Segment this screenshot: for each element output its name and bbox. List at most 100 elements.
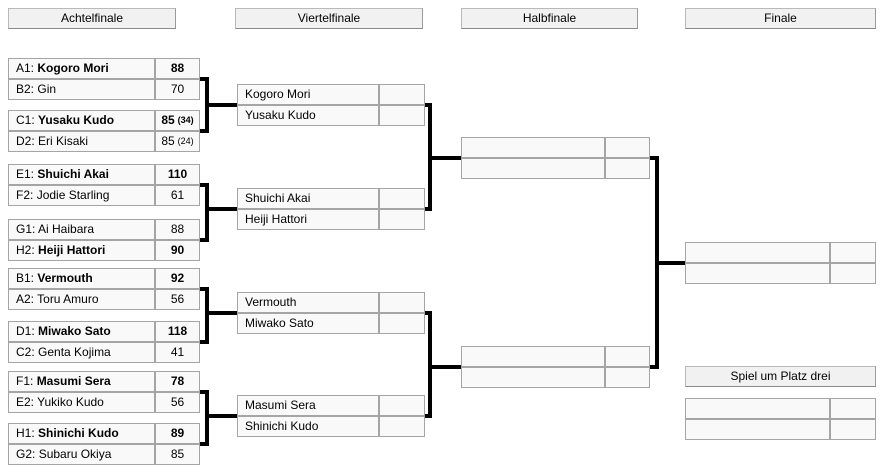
match-slot: Shinichi Kudo [237, 416, 425, 437]
score-value: 78 [170, 374, 185, 388]
player-name-cell: C2: Genta Kojima [8, 342, 155, 363]
player-name-cell: Heiji Hattori [237, 209, 379, 230]
bracket-connector-line [200, 183, 209, 187]
bracket-connector-line [432, 365, 461, 369]
match-slot: Yusaku Kudo [237, 105, 425, 126]
player-name-cell: Vermouth [237, 292, 379, 313]
player-name-cell [685, 242, 830, 263]
score-cell: 85 [155, 444, 200, 465]
player-name: Kogoro Mori [245, 87, 311, 101]
player-name: Kogoro Mori [37, 61, 109, 75]
player-name-cell: A2: Toru Amuro [8, 289, 155, 310]
bracket-connector-line [650, 365, 659, 369]
score-value: 89 [170, 426, 185, 440]
score-value: 85 [161, 113, 175, 127]
match-slot: D2: Eri Kisaki 85(24) [8, 131, 200, 152]
bracket-connector-line [650, 156, 659, 160]
player-name-cell [461, 158, 605, 179]
score-cell [379, 209, 425, 230]
match-sf-2 [461, 346, 650, 388]
match-slot: G1: Ai Haibara 88 [8, 219, 200, 240]
score-cell [605, 158, 650, 179]
match-slot: E2: Yukiko Kudo 56 [8, 392, 200, 413]
bracket-connector-line [209, 311, 237, 315]
seed-label: A1: [16, 61, 35, 75]
bracket-connector-line [200, 238, 209, 242]
match-r16-8: H1: Shinichi Kudo 89 G2: Subaru Okiya 85 [8, 423, 200, 465]
player-name-cell [461, 346, 605, 367]
match-qf-2: Shuichi Akai Heiji Hattori [237, 188, 425, 230]
match-slot [461, 158, 650, 179]
round-header-finale: Finale [685, 8, 876, 29]
player-name: Genta Kojima [38, 345, 111, 359]
score-value: 41 [170, 345, 185, 359]
round-header-achtelfinale: Achtelfinale [8, 8, 176, 29]
match-slot [461, 346, 650, 367]
seed-label: F1: [16, 374, 34, 388]
player-name-cell: H2: Heiji Hattori [8, 240, 155, 261]
score-cell [830, 419, 876, 440]
score-cell: 118 [155, 321, 200, 342]
player-name: Jodie Starling [36, 188, 110, 202]
player-name-cell [461, 367, 605, 388]
score-note: (24) [177, 136, 194, 146]
bracket-connector-line [200, 129, 209, 133]
player-name-cell: B2: Gin [8, 79, 155, 100]
match-r16-5: B1: Vermouth 92 A2: Toru Amuro 56 [8, 268, 200, 310]
player-name: Yusaku Kudo [38, 113, 115, 127]
score-cell [379, 292, 425, 313]
player-name-cell: D1: Miwako Sato [8, 321, 155, 342]
score-value: 110 [167, 167, 188, 181]
bracket-connector-line [200, 77, 209, 81]
player-name-cell: D2: Eri Kisaki [8, 131, 155, 152]
player-name-cell: B1: Vermouth [8, 268, 155, 289]
score-cell [379, 105, 425, 126]
match-qf-1: Kogoro Mori Yusaku Kudo [237, 84, 425, 126]
score-cell [830, 263, 876, 284]
match-slot [685, 263, 876, 284]
player-name-cell [685, 398, 830, 419]
player-name: Subaru Okiya [38, 447, 112, 461]
match-qf-3: Vermouth Miwako Sato [237, 292, 425, 334]
match-slot: C1: Yusaku Kudo 85(34) [8, 110, 200, 131]
match-slot: Masumi Sera [237, 395, 425, 416]
player-name: Yukiko Kudo [37, 395, 104, 409]
seed-label: H1: [16, 426, 35, 440]
score-note: (34) [177, 115, 194, 125]
score-cell: 56 [155, 289, 200, 310]
player-name-cell: F2: Jodie Starling [8, 185, 155, 206]
match-slot [685, 242, 876, 263]
bracket-connector-line [209, 414, 237, 418]
match-slot: A2: Toru Amuro 56 [8, 289, 200, 310]
player-name-cell: Shuichi Akai [237, 188, 379, 209]
bracket-connector-line [200, 390, 209, 394]
player-name: Shinichi Kudo [38, 426, 119, 440]
player-name-cell: Kogoro Mori [237, 84, 379, 105]
score-value: 90 [170, 243, 185, 257]
match-slot: B2: Gin 70 [8, 79, 200, 100]
score-cell: 89 [155, 423, 200, 444]
player-name-cell: E1: Shuichi Akai [8, 164, 155, 185]
score-cell [379, 84, 425, 105]
match-final [685, 242, 876, 284]
match-slot [461, 367, 650, 388]
match-qf-4: Masumi Sera Shinichi Kudo [237, 395, 425, 437]
player-name-cell: Masumi Sera [237, 395, 379, 416]
score-cell: 110 [155, 164, 200, 185]
player-name: Masumi Sera [36, 374, 111, 388]
score-value: 56 [170, 395, 185, 409]
match-slot [685, 419, 876, 440]
match-slot: H1: Shinichi Kudo 89 [8, 423, 200, 444]
seed-label: D1: [16, 324, 35, 338]
round-header-third-place: Spiel um Platz drei [685, 366, 876, 387]
score-value: 85 [161, 134, 175, 148]
round-header-viertelfinale: Viertelfinale [235, 8, 423, 29]
score-cell: 56 [155, 392, 200, 413]
score-cell: 78 [155, 371, 200, 392]
bracket-connector-line [655, 156, 659, 369]
score-value: 88 [170, 222, 185, 236]
player-name-cell: E2: Yukiko Kudo [8, 392, 155, 413]
score-cell: 88 [155, 219, 200, 240]
bracket-connector-line [659, 261, 685, 265]
seed-label: G1: [16, 222, 36, 236]
